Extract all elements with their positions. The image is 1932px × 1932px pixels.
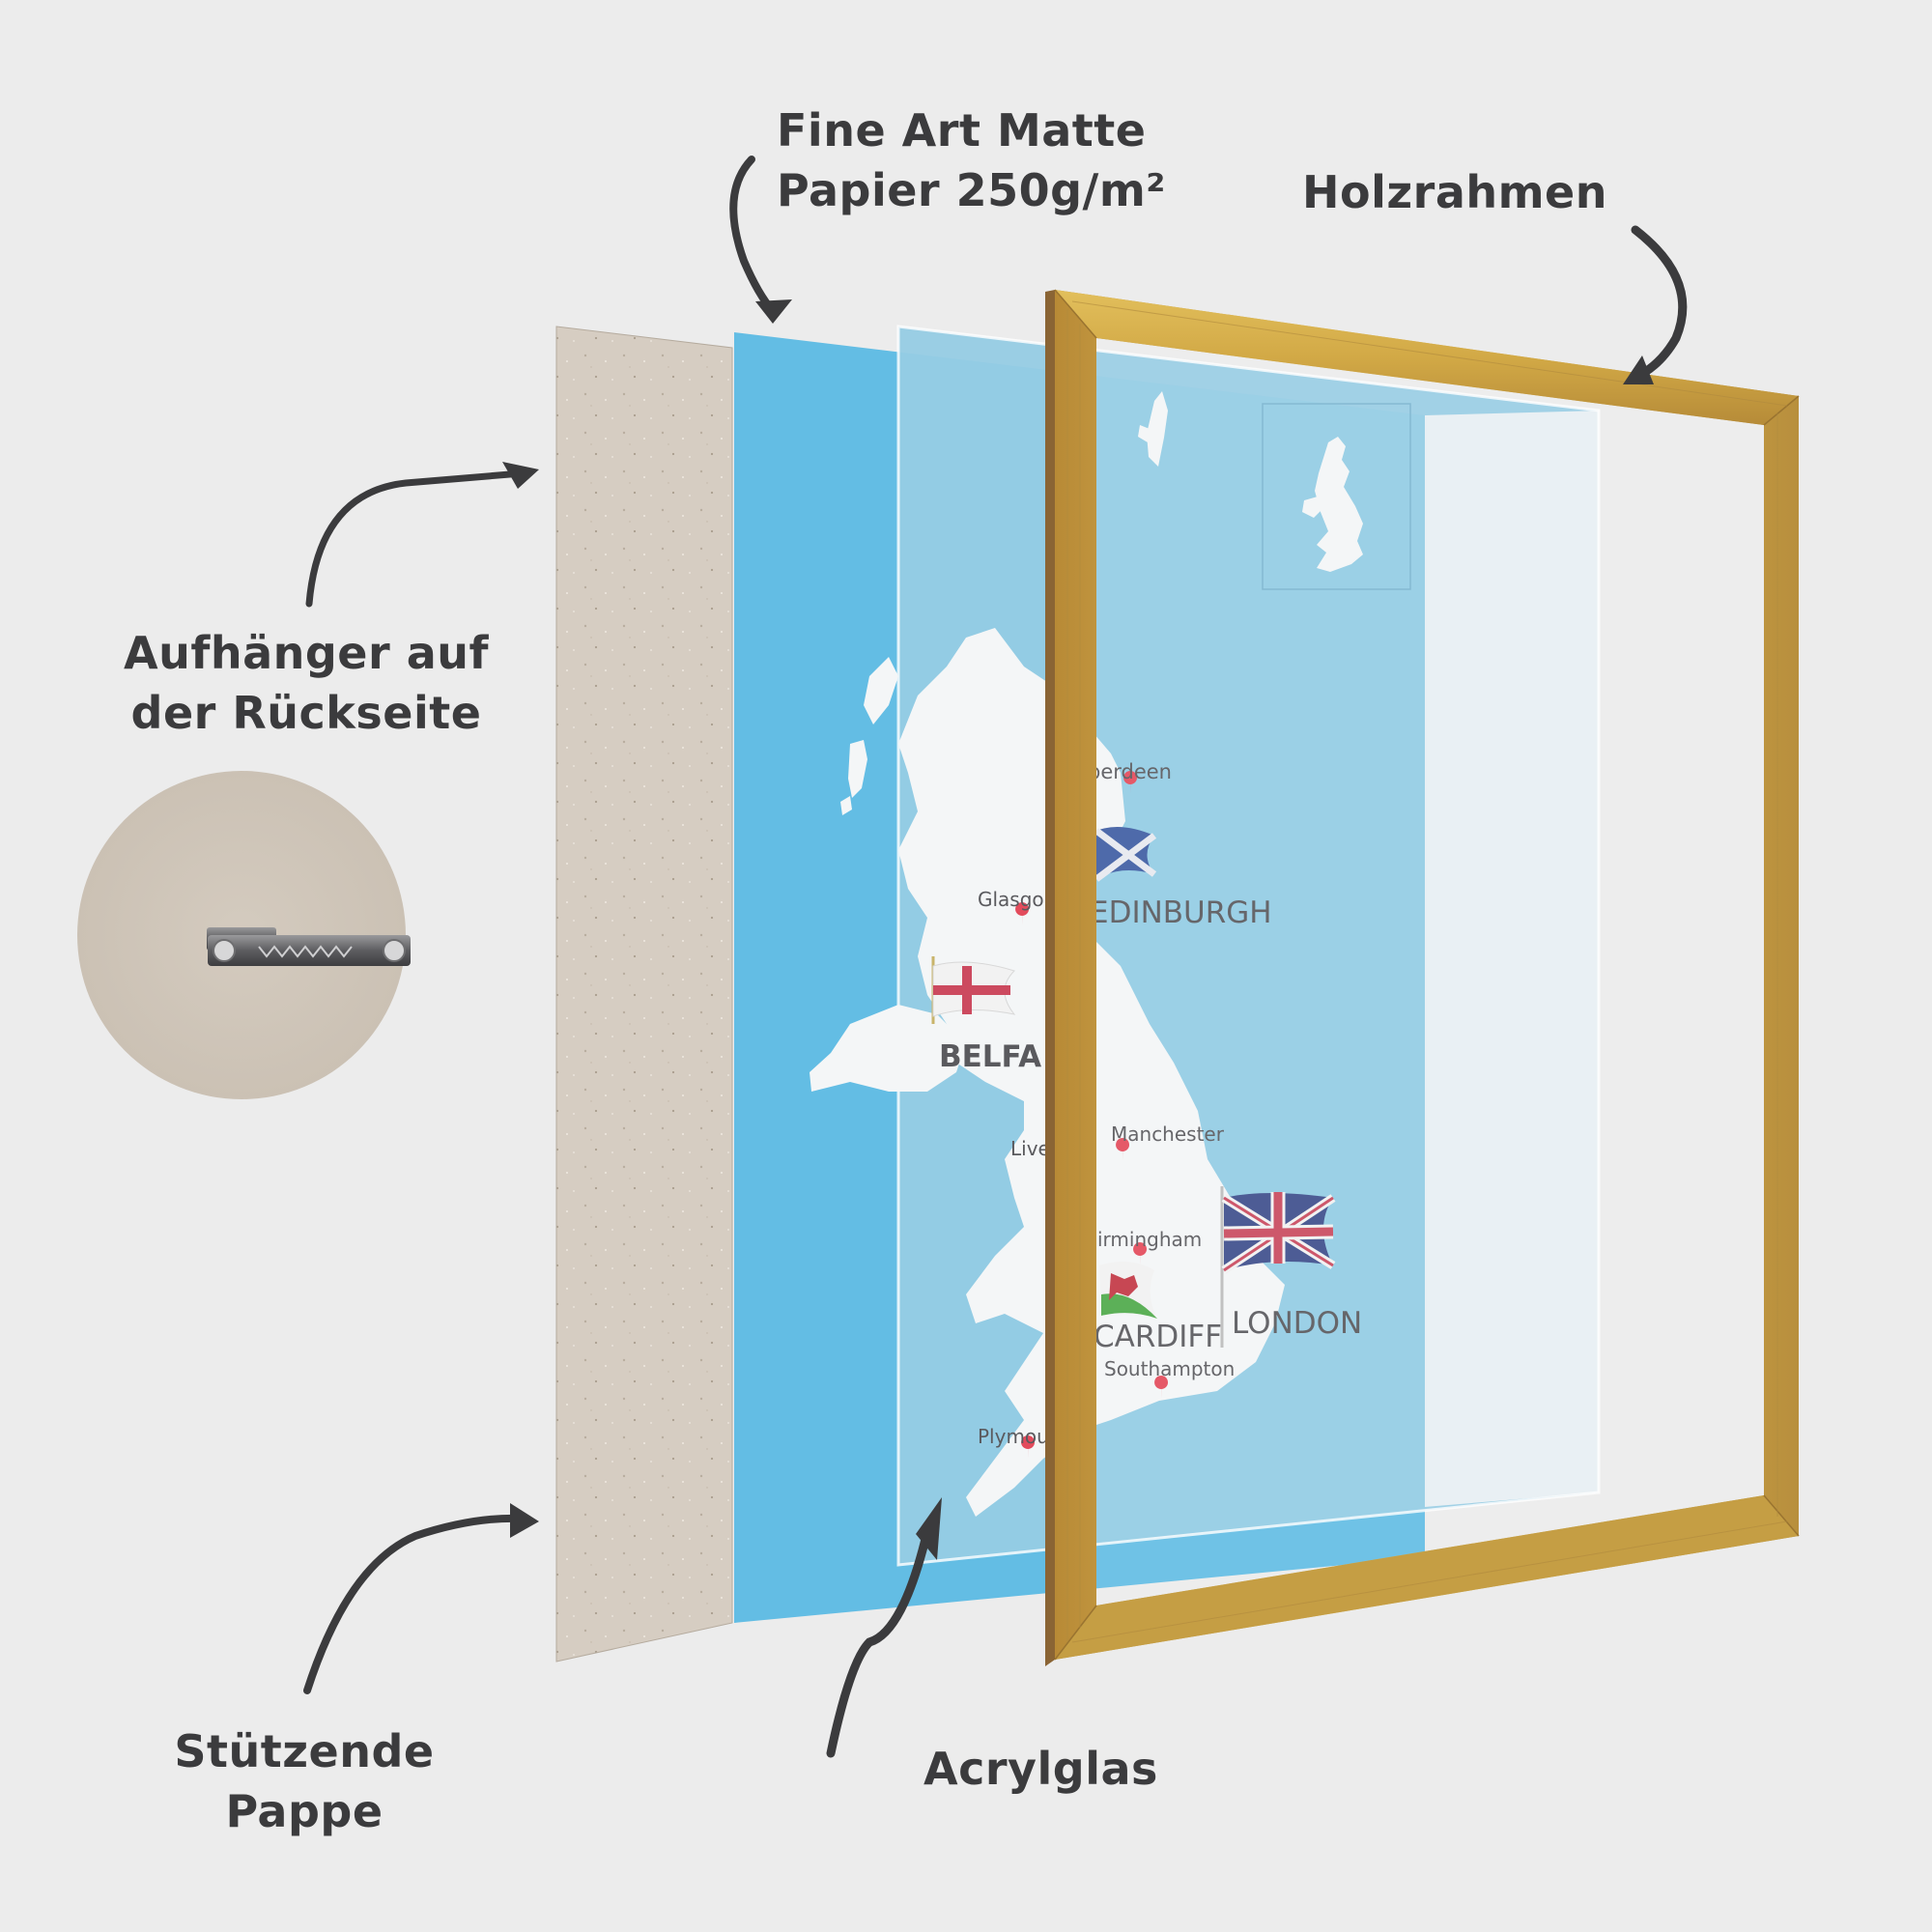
arrows	[303, 156, 1688, 1758]
city-label-belfast: BELFA	[939, 1039, 1041, 1074]
label-backing-line2: Pappe	[225, 1785, 384, 1837]
pin-birmingham-icon	[1133, 1242, 1148, 1265]
label-acrylic-line1: Acrylglas	[923, 1743, 1158, 1795]
label-hanger-line1: Aufhänger auf	[123, 627, 490, 679]
flag-scotland-icon	[1094, 827, 1157, 882]
flag-wales-icon	[1099, 1262, 1157, 1319]
arrow-paper-icon	[729, 156, 792, 324]
arrow-frame-icon	[1623, 225, 1688, 384]
pin-plymouth-icon	[1021, 1435, 1036, 1459]
arrow-acrylic-icon	[826, 1497, 942, 1758]
inset-uk-map	[1302, 437, 1363, 572]
label-paper: Fine Art Matte Papier 250g/m²	[777, 100, 1166, 220]
city-label-glasgow: Glasgo	[978, 888, 1044, 911]
shetland-islands	[1138, 391, 1168, 467]
city-label-southampton: Southampton	[1104, 1357, 1235, 1380]
city-label-plymouth: Plymou	[978, 1425, 1049, 1448]
city-label-birmingham: irmingham	[1097, 1228, 1202, 1251]
label-hanger-line2: der Rückseite	[130, 687, 482, 739]
city-label-london: LONDON	[1232, 1306, 1362, 1341]
label-frame-line1: Holzrahmen	[1302, 166, 1607, 218]
city-label-liverpool: Live	[1010, 1137, 1050, 1160]
label-hanger: Aufhänger auf der Rückseite	[108, 623, 504, 743]
flag-united-kingdom-icon	[1220, 1186, 1336, 1348]
label-paper-line1: Fine Art Matte	[777, 104, 1147, 156]
arrow-backing-icon	[303, 1503, 539, 1694]
city-label-aberdeen: berdeen	[1088, 760, 1172, 783]
label-backing: Stützende Pappe	[155, 1721, 454, 1841]
label-backing-line1: Stützende	[174, 1725, 435, 1777]
label-paper-line2: Papier 250g/m²	[777, 164, 1166, 216]
sawtooth-hanger-icon	[207, 927, 411, 966]
arrow-hanger-icon	[305, 462, 539, 608]
pin-southampton-icon	[1154, 1376, 1169, 1399]
flag-northern-ireland-icon	[931, 956, 1016, 1024]
pin-aberdeen-icon	[1123, 771, 1138, 794]
hanger-detail-disk	[77, 771, 411, 1099]
label-acrylic: Acrylglas	[923, 1739, 1158, 1799]
northern-ireland-map	[810, 1005, 966, 1092]
map-pins	[1015, 771, 1169, 1459]
pin-glasgow-icon	[1015, 902, 1030, 925]
city-label-edinburgh: EDINBURGH	[1090, 895, 1272, 930]
pin-manchester-icon	[1116, 1138, 1130, 1161]
wooden-frame-layer	[1045, 289, 1800, 1666]
city-label-manchester: Manchester	[1111, 1122, 1225, 1146]
backing-board-layer	[555, 326, 733, 1662]
hebrides-islands	[840, 657, 898, 815]
city-label-cardiff: CARDIFF	[1094, 1320, 1222, 1354]
label-frame: Holzrahmen	[1302, 162, 1607, 222]
